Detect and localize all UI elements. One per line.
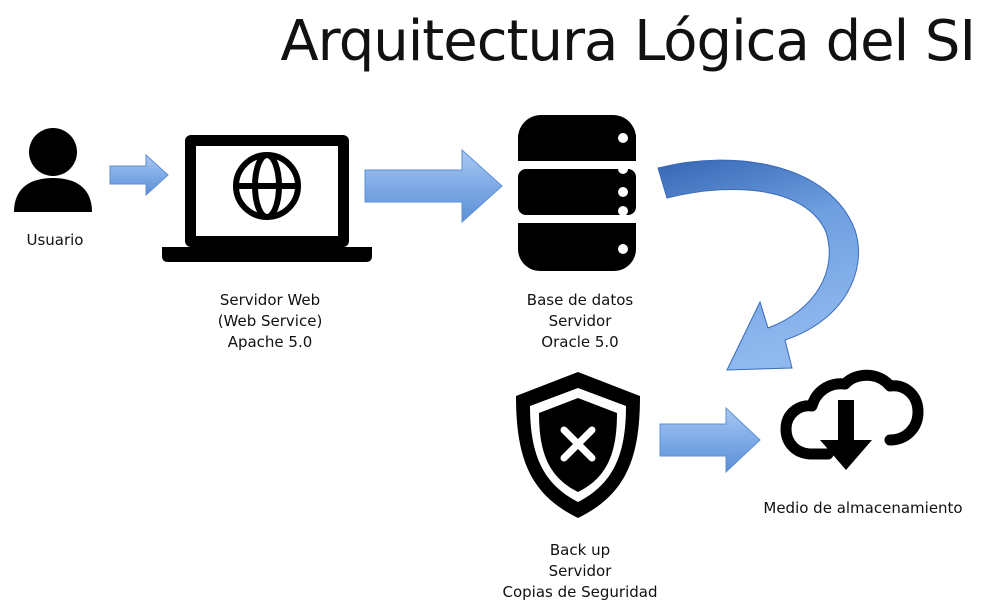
person-icon (14, 128, 92, 212)
laptop-globe-icon (162, 135, 372, 262)
label-medio-de-almacenamiento: Medio de almacenamiento (763, 499, 963, 517)
arrow-web-to-database (364, 148, 503, 224)
label-servidor-web: Servidor Web (Web Service) Apache 5.0 (217, 291, 323, 351)
arrow-user-to-web (109, 153, 169, 197)
database-icon (518, 115, 636, 271)
shield-x-icon (516, 372, 640, 518)
arrow-database-to-storage (657, 159, 859, 371)
page-title: Arquitectura Lógica del SI (280, 9, 976, 74)
arrow-backup-to-storage (659, 406, 761, 474)
cloud-download-icon (780, 369, 924, 470)
label-base-de-datos: Base de datos Servidor Oracle 5.0 (526, 291, 634, 351)
label-back-up: Back up Servidor Copias de Seguridad (502, 541, 658, 601)
label-usuario: Usuario (26, 231, 84, 249)
